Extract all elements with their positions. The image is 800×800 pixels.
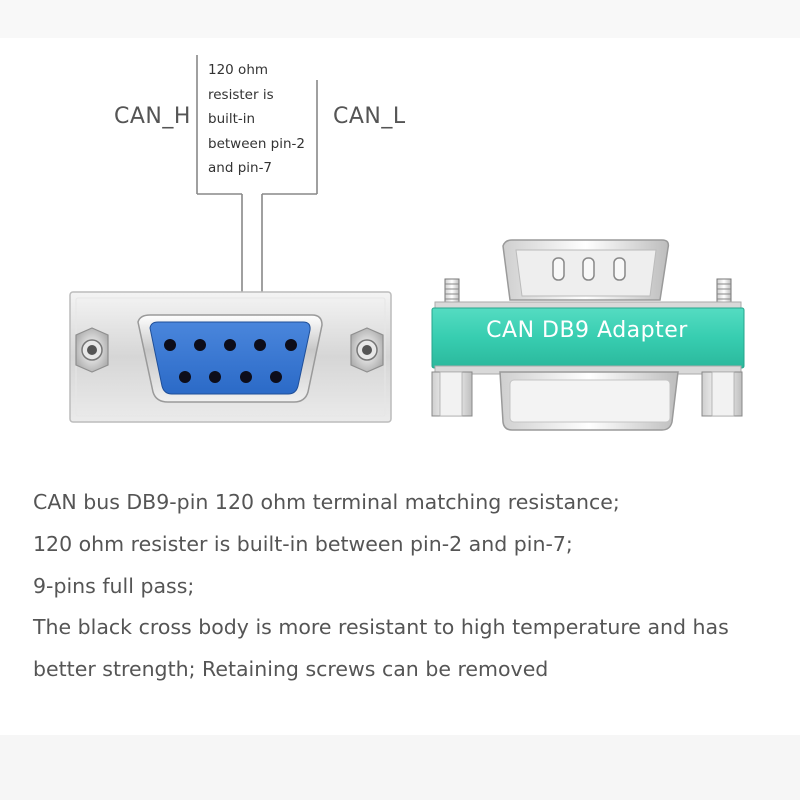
description-line: 120 ohm resister is built-in between pin… bbox=[33, 531, 573, 556]
female-db9-connector bbox=[69, 291, 392, 423]
annotation-line: between pin-2 bbox=[208, 135, 306, 152]
annotation-line: resister is bbox=[208, 86, 274, 103]
male-db9-adapter bbox=[431, 239, 745, 431]
can-l-label: CAN_L bbox=[333, 104, 406, 129]
adapter-label: CAN DB9 Adapter bbox=[486, 318, 688, 343]
description-line: 9-pins full pass; bbox=[33, 573, 195, 598]
annotation-line: built-in bbox=[208, 111, 256, 127]
description-line: CAN bus DB9-pin 120 ohm terminal matchin… bbox=[33, 490, 620, 514]
annotation-line: and pin-7 bbox=[208, 160, 273, 176]
top-band bbox=[0, 0, 800, 38]
annotation-line: 120 ohm bbox=[208, 62, 269, 78]
left-screw-nut bbox=[75, 327, 109, 373]
pin-holes bbox=[164, 339, 297, 383]
product-description: CAN bus DB9-pin 120 ohm terminal matchin… bbox=[33, 482, 783, 691]
resistor-annotation: 120 ohm resister is built-in between pin… bbox=[208, 58, 320, 181]
left-top-screw bbox=[444, 278, 460, 306]
can-h-label: CAN_H bbox=[114, 104, 191, 129]
left-bottom-standoff bbox=[431, 371, 473, 417]
right-bottom-standoff bbox=[701, 371, 743, 417]
bottom-band bbox=[0, 735, 800, 800]
description-line: better strength; Retaining screws can be… bbox=[33, 657, 549, 682]
description-line: The black cross body is more resistant t… bbox=[33, 615, 729, 640]
right-top-screw bbox=[716, 278, 732, 306]
right-screw-nut bbox=[350, 327, 384, 373]
